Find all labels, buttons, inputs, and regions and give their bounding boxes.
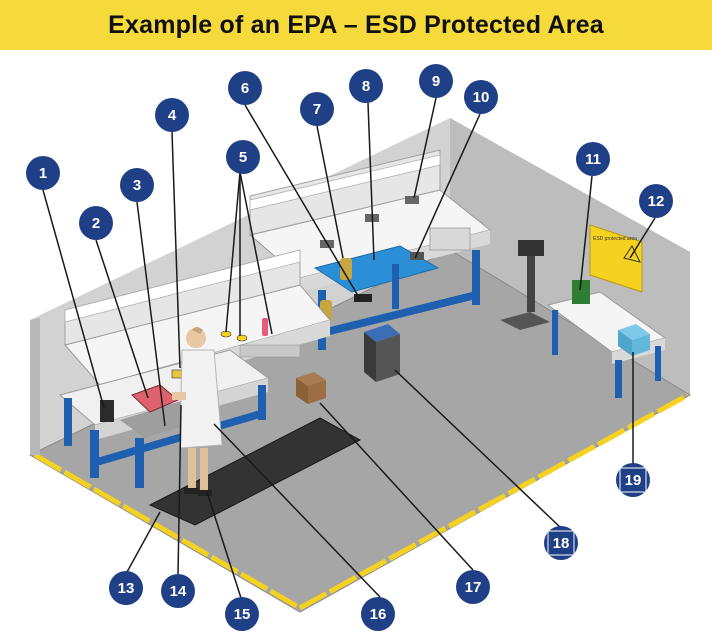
callout-12: 12 (639, 184, 673, 218)
callout-label: 6 (241, 80, 249, 97)
side-table (546, 280, 667, 398)
callout-label: 3 (133, 177, 141, 194)
callout-label: 18 (553, 535, 570, 552)
callout-label: 13 (118, 580, 135, 597)
callout-label: 14 (170, 583, 187, 600)
callout-label: 4 (168, 107, 177, 124)
callout-13: 13 (109, 571, 143, 605)
callout-17: 17 (456, 570, 490, 604)
callout-5: 5 (226, 140, 260, 174)
callout-label: 15 (234, 606, 251, 623)
esd-sign: ESD protected area (589, 224, 643, 293)
callout-9: 9 (419, 64, 453, 98)
callout-14: 14 (161, 574, 195, 608)
callouts: 1 2 3 4 5 6 7 8 9 10 11 12 13 14 15 16 1… (26, 64, 673, 631)
leader-lines (42, 97, 656, 599)
callout-label: 1 (39, 165, 47, 182)
callout-1: 1 (26, 156, 60, 190)
sign-text: ESD protected area (593, 236, 637, 242)
operator-figure (172, 327, 223, 496)
callout-10: 10 (464, 80, 498, 114)
callout-8: 8 (349, 69, 383, 103)
callout-4: 4 (155, 98, 189, 132)
callout-18: 18 (544, 526, 578, 560)
storage-bin (364, 324, 400, 382)
callout-label: 2 (92, 215, 100, 232)
callout-7: 7 (300, 92, 334, 126)
blue-container (618, 324, 650, 340)
callout-label: 12 (648, 193, 665, 210)
left-wall-edge (30, 318, 40, 455)
callout-6: 6 (228, 71, 262, 105)
callout-19: 19 (616, 463, 650, 497)
callout-3: 3 (120, 168, 154, 202)
title-bar: Example of an EPA – ESD Protected Area (0, 0, 712, 50)
callout-label: 11 (585, 151, 601, 168)
blue-bench-mat (313, 245, 440, 293)
callout-label: 7 (313, 101, 321, 118)
callout-11: 11 (576, 142, 610, 176)
callout-label: 10 (473, 89, 490, 106)
page-title: Example of an EPA – ESD Protected Area (108, 10, 604, 39)
shielding-box (296, 372, 326, 404)
callout-label: 5 (239, 149, 247, 166)
callout-2: 2 (79, 206, 113, 240)
callout-label: 8 (362, 78, 370, 95)
callout-label: 16 (370, 606, 387, 623)
back-workbench (248, 149, 492, 350)
callout-label: 17 (465, 579, 482, 596)
callout-15: 15 (225, 597, 259, 631)
boundary-tape (33, 392, 690, 611)
callout-label: 9 (432, 73, 440, 90)
esd-floor-mat (148, 417, 362, 526)
callout-16: 16 (361, 597, 395, 631)
callout-label: 19 (625, 472, 642, 489)
footwear-tester (500, 240, 550, 330)
